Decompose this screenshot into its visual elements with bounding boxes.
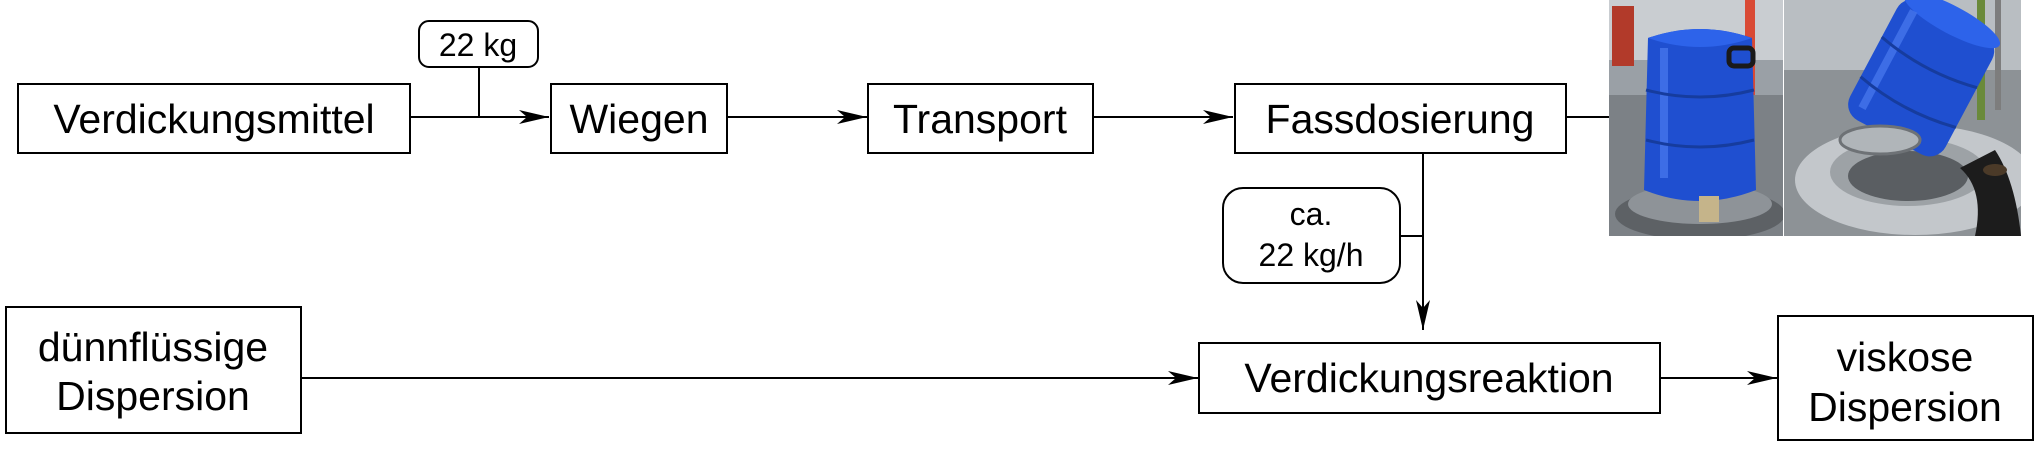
node-fassdosierung-label: Fassdosierung	[1266, 96, 1535, 142]
node-wiegen: Wiegen	[550, 83, 728, 154]
note-mass-label: 22 kg	[439, 27, 517, 63]
note-rate-label-line1: ca.	[1290, 196, 1333, 232]
node-transport-label: Transport	[893, 96, 1068, 142]
node-verdickungsmittel-label: Verdickungsmittel	[53, 96, 374, 142]
note-mass: 22 kg	[418, 20, 539, 68]
node-verdickungsreaktion: Verdickungsreaktion	[1198, 342, 1661, 414]
photo-right-tilted-drum	[1784, 0, 2021, 236]
node-transport: Transport	[867, 83, 1094, 154]
photo-left-upright-drum	[1609, 0, 1783, 236]
node-duennfluessige-label-line2: Dispersion	[56, 373, 250, 419]
node-fassdosierung: Fassdosierung	[1234, 83, 1567, 154]
node-viskose-label-line2: Dispersion	[1808, 384, 2002, 430]
note-rate: ca. 22 kg/h	[1222, 187, 1401, 284]
node-verdickungsreaktion-label: Verdickungsreaktion	[1244, 355, 1613, 401]
drum-dosing-photo	[1609, 0, 2021, 236]
node-viskose-dispersion: viskose Dispersion	[1777, 315, 2034, 441]
node-wiegen-label: Wiegen	[569, 96, 708, 142]
node-duennfluessige-label-line1: dünnflüssige	[38, 324, 268, 370]
note-rate-label-line2: 22 kg/h	[1259, 237, 1364, 273]
node-verdickungsmittel: Verdickungsmittel	[17, 83, 411, 154]
node-viskose-label-line1: viskose	[1837, 334, 1974, 380]
node-duennfluessige-dispersion: dünnflüssige Dispersion	[5, 306, 302, 434]
